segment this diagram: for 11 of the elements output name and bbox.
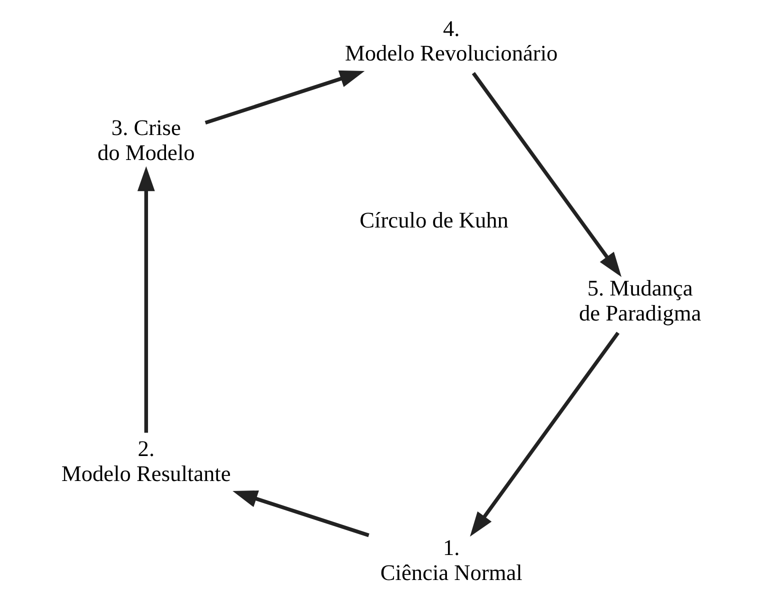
node-text: 1. Ciência Normal — [380, 535, 522, 586]
arrow — [204, 70, 364, 125]
node-text: 5. Mudança de Paradigma — [578, 276, 701, 326]
label: Círculo de Kuhn — [359, 207, 508, 232]
node-text: 3. Crise do Modelo — [96, 115, 194, 165]
node-text: 4. Modelo Revolucionário — [344, 16, 558, 66]
node-text: 2. Modelo Resultante — [61, 436, 230, 486]
arrow — [469, 332, 620, 537]
arrow — [136, 166, 154, 433]
arrow — [471, 72, 621, 277]
arrow — [232, 490, 369, 538]
